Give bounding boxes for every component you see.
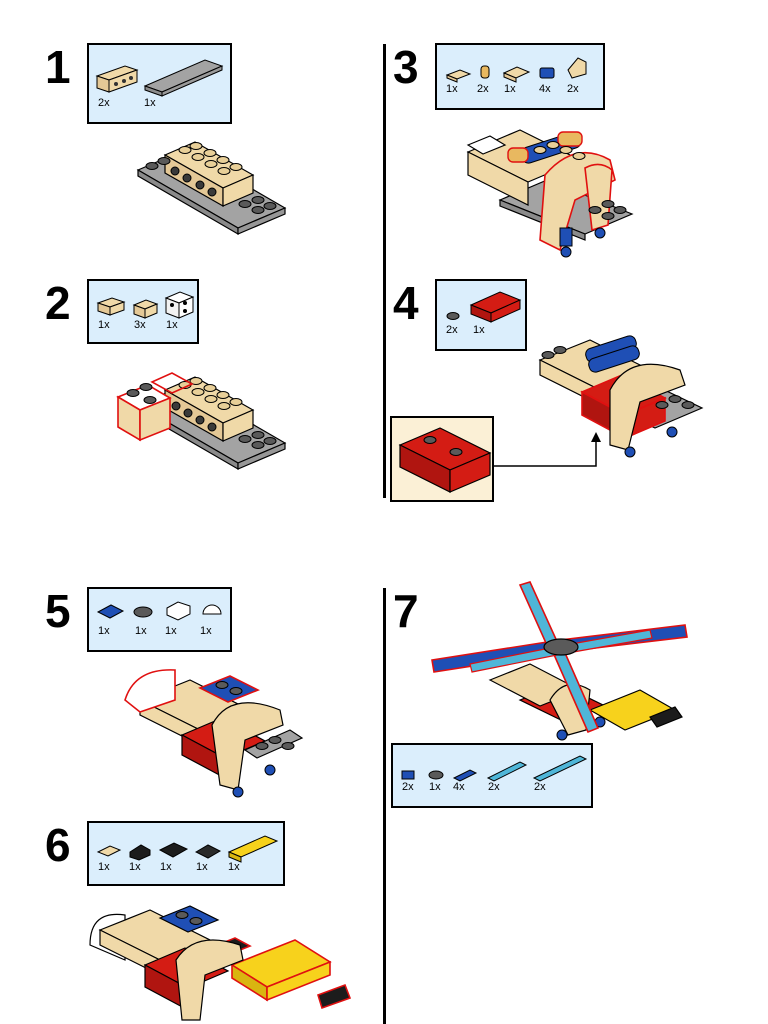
part-qty: 1x (446, 83, 458, 95)
white-dome-icon (202, 604, 222, 615)
white-brick-holes-icon (164, 291, 195, 319)
step-5-part-icons (96, 601, 222, 621)
step-2-model (116, 372, 287, 471)
part-qty: 1x (504, 83, 516, 95)
part-qty: 4x (539, 83, 551, 95)
rotor-hub (543, 638, 579, 656)
column-divider-bottom (383, 588, 386, 1024)
black-hinge-icon (194, 844, 222, 859)
step-6-part-icons (96, 835, 279, 863)
part-qty: 1x (165, 625, 177, 637)
tan-brick-2x2-icon (96, 297, 126, 316)
tan-brick-1x2-icon (132, 299, 159, 319)
tan-pin-icon (480, 65, 490, 79)
part-qty: 1x (473, 324, 485, 336)
step-4-callout-art (398, 427, 601, 493)
part-qty: 2x (488, 781, 500, 793)
part-qty: 1x (144, 97, 156, 109)
part-qty: 1x (98, 861, 110, 873)
step-6-model (89, 905, 352, 1021)
red-brick-icon (469, 291, 522, 323)
rotor-blades (431, 581, 688, 734)
part-qty: 2x (402, 781, 414, 793)
part-qty: 1x (129, 861, 141, 873)
step-1-number: 1 (45, 41, 71, 93)
step-3-model (466, 129, 634, 258)
dark-gray-tile-icon (133, 606, 153, 618)
step-3-part-icons (445, 57, 587, 83)
part-qty: 2x (98, 97, 110, 109)
part-qty: 1x (98, 625, 110, 637)
step-7-model (431, 581, 688, 741)
white-slope-icon (166, 601, 191, 621)
blue-plate-icon (96, 604, 125, 619)
step-4-model (538, 335, 704, 458)
blue-connector-icon (539, 67, 555, 79)
part-qty: 1x (196, 861, 208, 873)
black-clip-plate-icon (158, 842, 189, 858)
step-6-number: 6 (45, 819, 71, 871)
part-qty: 1x (200, 625, 212, 637)
step-5-model (124, 669, 304, 798)
tan-curved-slope-icon (567, 57, 587, 79)
step-1-part-icons (95, 59, 224, 97)
step-5-parts-box (87, 587, 232, 652)
step-2-number: 2 (45, 277, 71, 329)
part-qty: 1x (160, 861, 172, 873)
part-qty: 3x (134, 319, 146, 331)
black-slope-icon (129, 844, 151, 861)
step-3-number: 3 (393, 41, 419, 93)
tan-technic-brick-icon (95, 65, 139, 93)
part-qty: 2x (567, 83, 579, 95)
step-2-part-icons (96, 291, 195, 319)
step-7-part-icons (401, 755, 588, 782)
part-qty: 2x (534, 781, 546, 793)
callout-arrow (494, 440, 597, 467)
step-6-parts-box (87, 821, 285, 886)
yellow-brick-icon (227, 835, 279, 858)
step-4-part-icons (446, 291, 522, 323)
step-1-model (136, 141, 287, 236)
step-7-number: 7 (393, 585, 419, 637)
step-4-number: 4 (393, 277, 419, 329)
part-qty: 1x (98, 319, 110, 331)
part-qty: 1x (135, 625, 147, 637)
part-qty: 2x (446, 324, 458, 336)
part-qty: 2x (477, 83, 489, 95)
column-divider-top (383, 44, 386, 498)
part-qty: 1x (166, 319, 178, 331)
part-qty: 4x (453, 781, 465, 793)
gray-plate-icon (143, 59, 224, 97)
step-5-number: 5 (45, 585, 71, 637)
part-qty: 1x (429, 781, 441, 793)
part-qty: 1x (228, 861, 240, 873)
